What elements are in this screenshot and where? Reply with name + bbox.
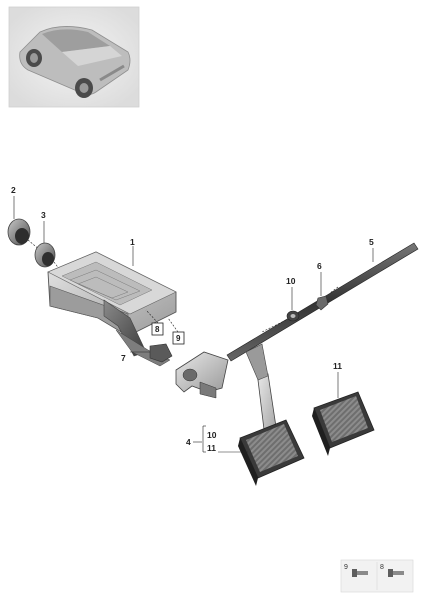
bushing-part-10 bbox=[261, 287, 300, 333]
bracket-part-7 bbox=[130, 343, 173, 363]
callout-6: 6 bbox=[317, 261, 322, 271]
footer-legend: 9 8 bbox=[340, 559, 414, 593]
group-item-10: 10 bbox=[207, 430, 217, 440]
callout-1: 1 bbox=[130, 237, 135, 247]
cap-part-3 bbox=[34, 221, 61, 271]
cap-part-2 bbox=[7, 196, 41, 251]
legend-label-8: 8 bbox=[380, 564, 384, 571]
bolt-icon bbox=[352, 569, 368, 577]
group-callout-4 bbox=[193, 425, 248, 453]
vehicle-thumbnail bbox=[8, 6, 140, 108]
group-item-11: 11 bbox=[207, 443, 216, 453]
boxed-callout-8: 8 bbox=[151, 322, 164, 336]
bolt-icon bbox=[388, 569, 404, 577]
svg-text:8: 8 bbox=[155, 325, 160, 334]
boxed-callout-9: 9 bbox=[172, 331, 185, 345]
pedal-pad-part-11 bbox=[312, 372, 375, 456]
callout-10: 10 bbox=[286, 276, 296, 286]
brake-pedal-pad bbox=[238, 419, 305, 486]
suv-car-icon bbox=[19, 26, 131, 98]
clip-part-6 bbox=[315, 272, 329, 311]
svg-text:9: 9 bbox=[176, 334, 181, 343]
callout-11: 11 bbox=[333, 361, 342, 371]
callout-3: 3 bbox=[41, 210, 46, 220]
callout-2: 2 bbox=[11, 185, 16, 195]
callout-4: 4 bbox=[186, 437, 191, 447]
callout-7: 7 bbox=[121, 353, 126, 363]
callout-5: 5 bbox=[369, 237, 374, 247]
legend-label-9: 9 bbox=[344, 564, 348, 571]
